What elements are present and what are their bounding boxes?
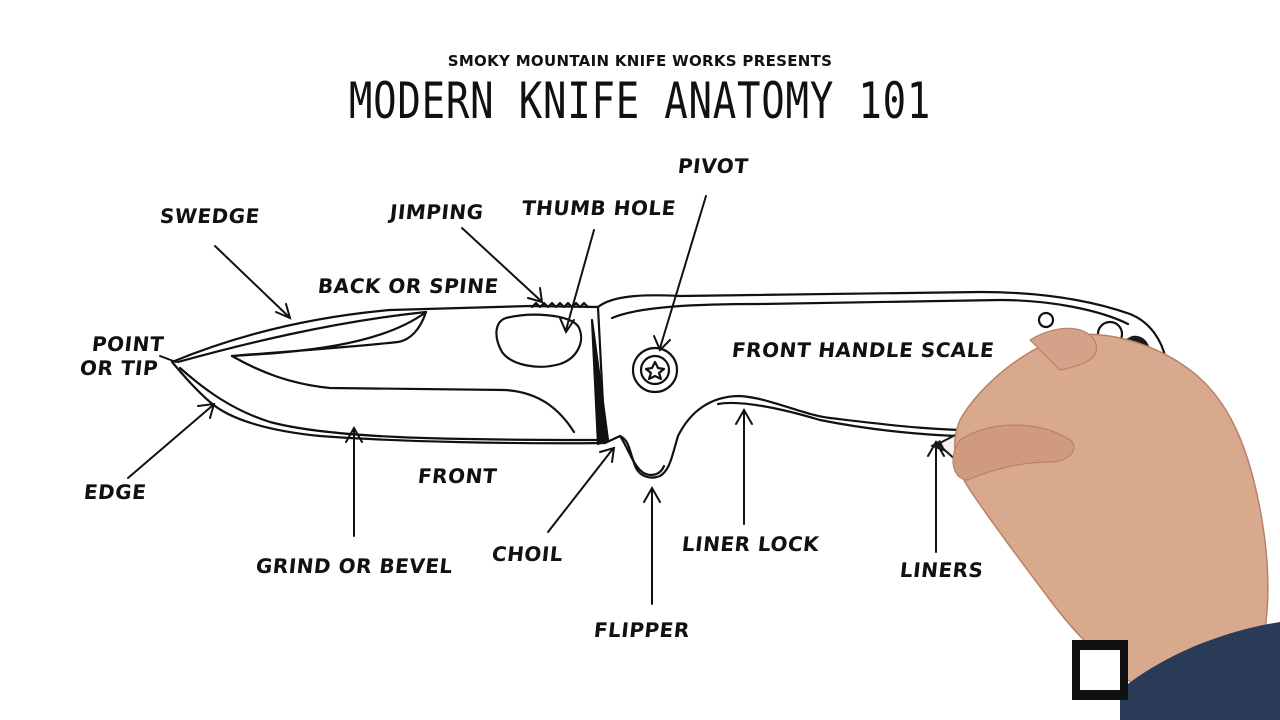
label-jimping: JIMPING [388, 200, 485, 224]
handle-inner-line [610, 298, 1130, 326]
marker-tip [930, 440, 946, 452]
swedge-arrow [214, 245, 292, 320]
label-thumb-hole: THUMB HOLE [520, 196, 678, 220]
pivot-arrow [653, 195, 707, 352]
hand-thumb [952, 424, 1075, 481]
label-front: FRONT [416, 464, 499, 488]
choil-arrow [547, 446, 616, 533]
flipper-arrow [643, 485, 661, 605]
sleeve-cuff [1120, 622, 1280, 720]
corner-logo [1070, 626, 1140, 706]
jimping-marks [530, 301, 590, 309]
label-liners: LINERS [898, 558, 985, 582]
liner-lock-arrow [735, 407, 753, 525]
label-point-line2: OR TIP [78, 356, 160, 380]
label-back-or-spine: BACK OR SPINE [316, 274, 500, 298]
label-swedge: SWEDGE [158, 204, 262, 228]
edge-arrow [127, 402, 216, 479]
liners-arrow [927, 439, 945, 553]
label-grind-or-bevel: GRIND OR BEVEL [254, 554, 454, 578]
grind-arrow [345, 425, 363, 537]
rear-screw [1037, 311, 1055, 329]
grind-line [230, 310, 428, 358]
bevel-line [230, 354, 576, 434]
handle-outline [596, 290, 1168, 479]
label-pivot: PIVOT [676, 154, 750, 178]
label-front-handle-scale: FRONT HANDLE SCALE [730, 338, 996, 362]
blade-gap [590, 318, 610, 446]
pivot-outer [631, 346, 679, 394]
label-liner-lock: LINER LOCK [680, 532, 821, 556]
jimping-arrow [461, 227, 544, 304]
logo-mark [1072, 640, 1128, 700]
blade-outline [170, 304, 607, 445]
swedge-line [176, 310, 428, 364]
thumb-hole-arrow [559, 229, 595, 335]
page-title: MODERN KNIFE ANATOMY 101 [348, 72, 932, 130]
label-choil: CHOIL [490, 542, 565, 566]
flipper-tab [618, 434, 666, 476]
pivot-star [644, 360, 666, 381]
hand-with-marker [930, 327, 1280, 720]
label-edge: EDGE [82, 480, 148, 504]
presenter-line: SMOKY MOUNTAIN KNIFE WORKS PRESENTS [447, 52, 833, 70]
pivot-inner [639, 354, 671, 386]
point-arrow [159, 355, 177, 363]
label-point-line1: POINT [90, 332, 166, 356]
label-flipper: FLIPPER [592, 618, 691, 642]
hand-finger [1029, 327, 1098, 371]
blade-edge-line [178, 366, 600, 442]
